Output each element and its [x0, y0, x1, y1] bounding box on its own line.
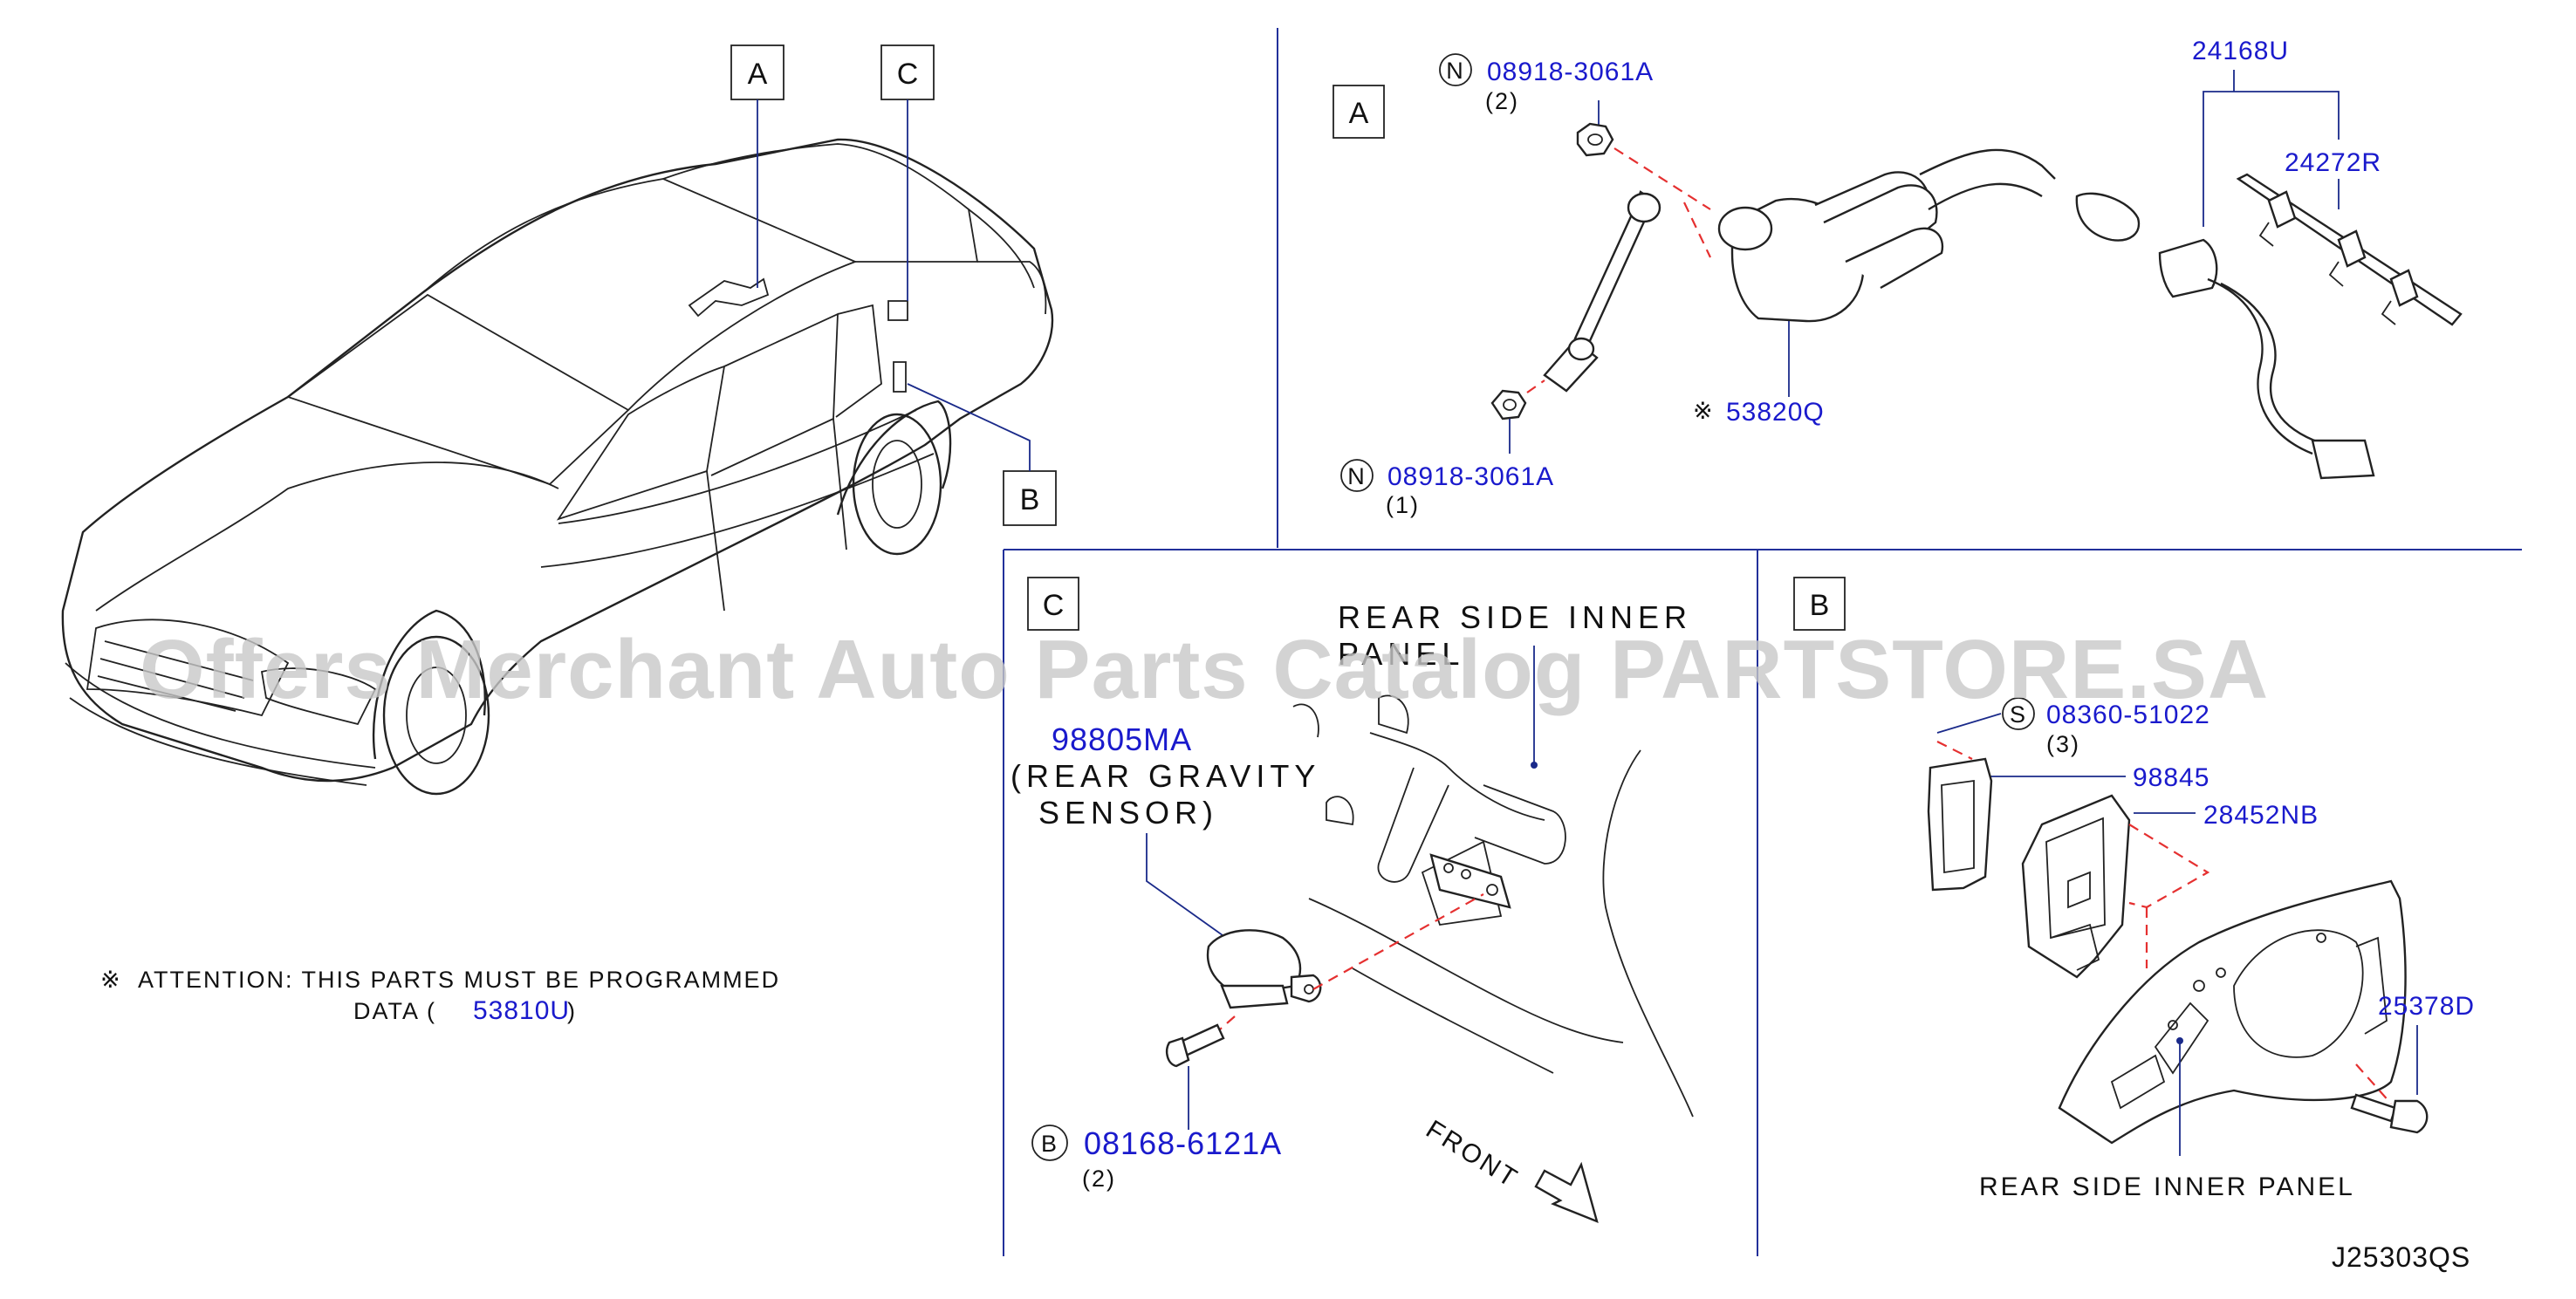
- section-a: A N 08918-3061A (2): [1333, 37, 2463, 518]
- attention-part-link[interactable]: 53810U: [473, 996, 570, 1025]
- clip-part-link[interactable]: 24272R: [2285, 148, 2381, 177]
- attention-line2-suffix: ): [567, 998, 577, 1024]
- section-b-box: [1793, 577, 1846, 631]
- screw-part-link[interactable]: 08360-51022: [2046, 701, 2210, 729]
- inner-panel-sketch: [1292, 694, 1694, 1118]
- panel-label-line2: PANEL: [1338, 636, 1464, 672]
- attention-symbol: ※: [100, 967, 122, 993]
- cover-part-link[interactable]: 98845: [2133, 763, 2209, 792]
- attention-line1: ATTENTION: THIS PARTS MUST BE PROGRAMMED: [138, 967, 780, 993]
- height-sensor-assembly: [1543, 148, 2141, 393]
- nut-bottom-part-link[interactable]: 08918-3061A: [1387, 462, 1554, 491]
- bracket-icon: [2021, 794, 2131, 979]
- gravity-sensor-desc2: SENSOR): [1038, 795, 1218, 831]
- front-arrow-icon: [1534, 1161, 1599, 1224]
- section-b: B S 08360-51022 (3) 98845 28452NB: [1793, 577, 2475, 1201]
- rear-inner-panel-icon: [2058, 879, 2407, 1145]
- sensor-symbol: ※: [1693, 398, 1715, 424]
- bracket-holes: [1429, 853, 1511, 909]
- callout-c-label: C: [897, 58, 919, 91]
- nut-top-icon: [1576, 122, 1614, 157]
- section-c-label: C: [1043, 589, 1065, 622]
- car-overview-illustration: [61, 138, 1054, 796]
- frame-lines: [1003, 28, 2522, 1256]
- bolt-b-icon: [2350, 1093, 2429, 1134]
- section-a-label: A: [1349, 97, 1369, 130]
- bolt-c-qty: (2): [1082, 1166, 1116, 1192]
- nut-top-qty: (2): [1485, 88, 1519, 114]
- watermark: Offers Merchant Auto Parts Catalog PARTS…: [140, 623, 2269, 716]
- section-b-label: B: [1810, 589, 1830, 622]
- sensor-part-link[interactable]: 53820Q: [1726, 398, 1825, 427]
- callout-b-label: B: [1020, 483, 1040, 516]
- gravity-sensor-icon: [1206, 929, 1322, 1009]
- nut-top-part-link[interactable]: 08918-3061A: [1487, 58, 1654, 86]
- nut-top-symbol: N: [1446, 58, 1465, 84]
- gravity-sensor-part-link[interactable]: 98805MA: [1052, 721, 1192, 757]
- gravity-sensor-bolt-icon: [1166, 1023, 1225, 1068]
- bracket-part-link[interactable]: 28452NB: [2203, 801, 2319, 830]
- gravity-sensor-desc1: (REAR GRAVITY: [1011, 758, 1320, 794]
- rear-inner-panel-label: REAR SIDE INNER PANEL: [1979, 1173, 2355, 1201]
- nut-bottom-qty: (1): [1386, 492, 1420, 518]
- nut-bottom-symbol: N: [1347, 463, 1367, 489]
- callout-a-label: A: [748, 58, 768, 91]
- diagram-code: J25303QS: [2332, 1241, 2470, 1273]
- section-a-box: [1333, 85, 1385, 139]
- bolt-b-part-link[interactable]: 25378D: [2378, 992, 2475, 1021]
- screw-symbol: S: [2010, 701, 2027, 728]
- harness-illustration: [2158, 173, 2463, 480]
- attention-line2-prefix: DATA (: [353, 998, 436, 1024]
- attention-note: ※ ATTENTION: THIS PARTS MUST BE PROGRAMM…: [100, 967, 780, 1025]
- overview-callouts: A C B: [730, 44, 1057, 526]
- front-label: FRONT: [1421, 1115, 1524, 1194]
- panel-label-line1: REAR SIDE INNER: [1338, 599, 1692, 635]
- cover-icon: [1927, 757, 1993, 892]
- bolt-c-part-link[interactable]: 08168-6121A: [1084, 1125, 1282, 1161]
- nut-bottom-icon: [1490, 389, 1527, 420]
- bolt-c-symbol: B: [1041, 1131, 1058, 1157]
- harness-part-link[interactable]: 24168U: [2192, 37, 2289, 65]
- screw-qty: (3): [2046, 731, 2080, 757]
- section-c-box: [1027, 577, 1079, 631]
